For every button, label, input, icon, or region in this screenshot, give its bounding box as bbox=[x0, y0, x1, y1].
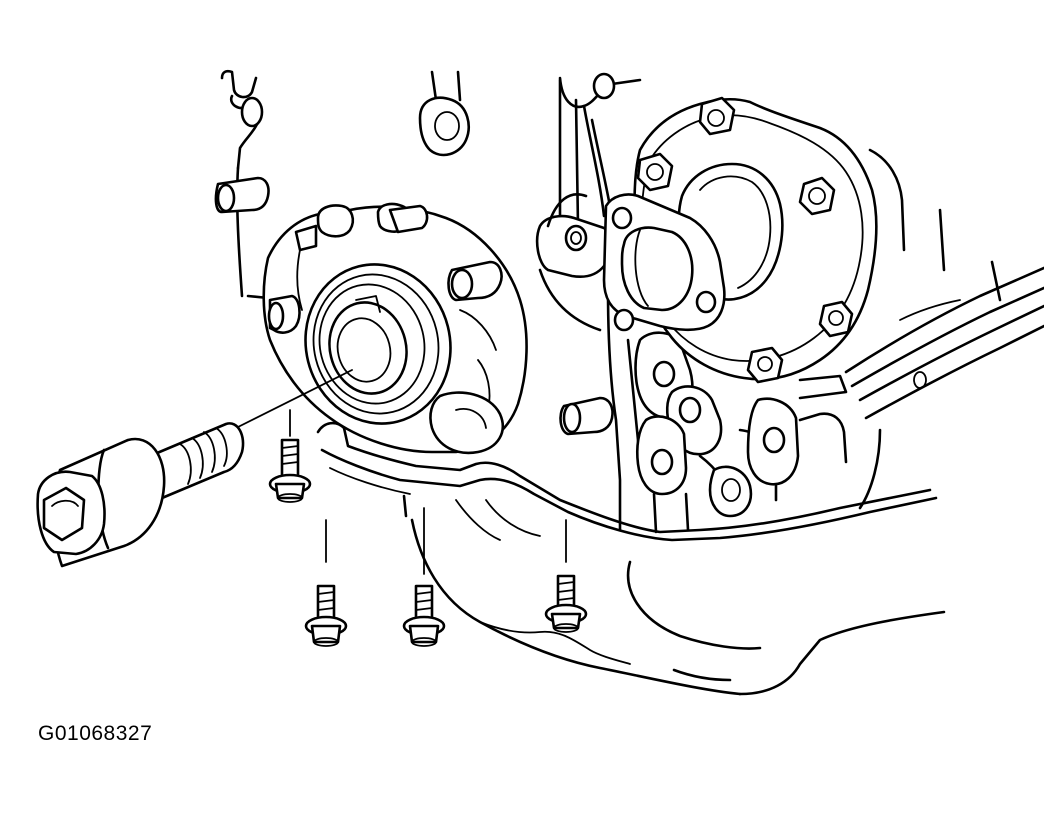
bolt-lower-middle bbox=[402, 507, 446, 647]
bolt-lower-left bbox=[304, 519, 348, 647]
oil-pan bbox=[316, 421, 946, 696]
bolt-upper bbox=[268, 409, 312, 503]
engine-block-left bbox=[214, 69, 270, 300]
engine-block-right bbox=[535, 72, 848, 534]
right-rail bbox=[798, 148, 1044, 510]
upper-boss bbox=[418, 70, 470, 157]
figure-id-label: G01068327 bbox=[38, 722, 153, 745]
bolt-lower-right bbox=[544, 519, 588, 633]
oil-seal bbox=[304, 263, 452, 425]
dowel-pin-lower bbox=[559, 396, 614, 436]
timing-gear-flange bbox=[602, 96, 878, 384]
seal-installer-tool bbox=[36, 369, 353, 568]
